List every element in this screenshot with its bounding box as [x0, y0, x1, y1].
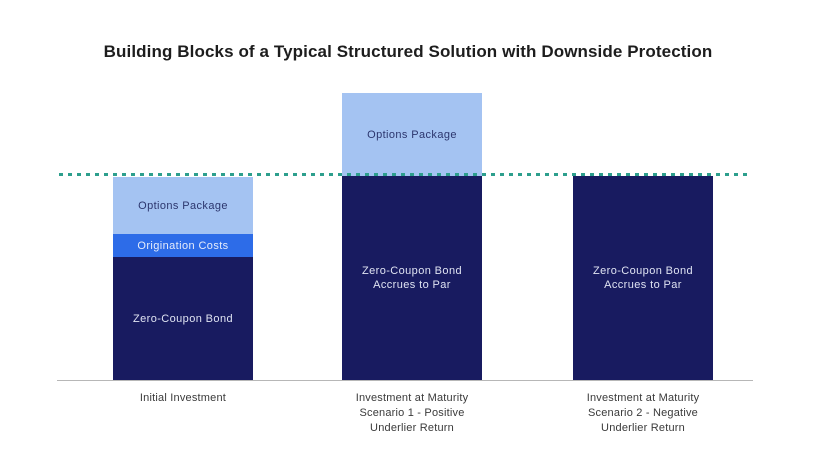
bar-segment-label: Zero-Coupon Bond Accrues to Par	[593, 265, 693, 291]
par-dashed-line	[59, 173, 750, 176]
bar-segment: Origination Costs	[113, 234, 253, 257]
bar-segment: Zero-Coupon Bond Accrues to Par	[342, 176, 482, 380]
category-label: Investment at Maturity Scenario 1 - Posi…	[355, 392, 469, 434]
bar: Zero-Coupon Bond Accrues to Par	[573, 176, 713, 380]
chart-title: Building Blocks of a Typical Structured …	[103, 42, 713, 61]
bar-segment-label: Zero-Coupon Bond Accrues to Par	[362, 265, 462, 291]
bar: Zero-Coupon Bond Origination Costs Options…	[113, 177, 253, 380]
bar-segment: Zero-Coupon Bond Accrues to Par	[573, 176, 713, 380]
x-axis-line	[57, 380, 753, 381]
bar-segment: Zero-Coupon Bond	[113, 257, 253, 380]
category-label: Initial Investment	[139, 392, 227, 404]
bar-segment: Options Package	[342, 93, 482, 176]
bar-segment-label: Origination Costs	[137, 239, 229, 252]
category-label: Investment at Maturity Scenario 2 - Nega…	[586, 392, 700, 434]
bar-segment-label: Zero-Coupon Bond	[133, 312, 233, 325]
bar-segment-label: Options Package	[138, 199, 228, 212]
bar-segment: Options Package	[113, 177, 253, 234]
bar-segment-label: Options Package	[367, 128, 457, 141]
bar: Zero-Coupon Bond Accrues to Par Options P…	[342, 93, 482, 380]
